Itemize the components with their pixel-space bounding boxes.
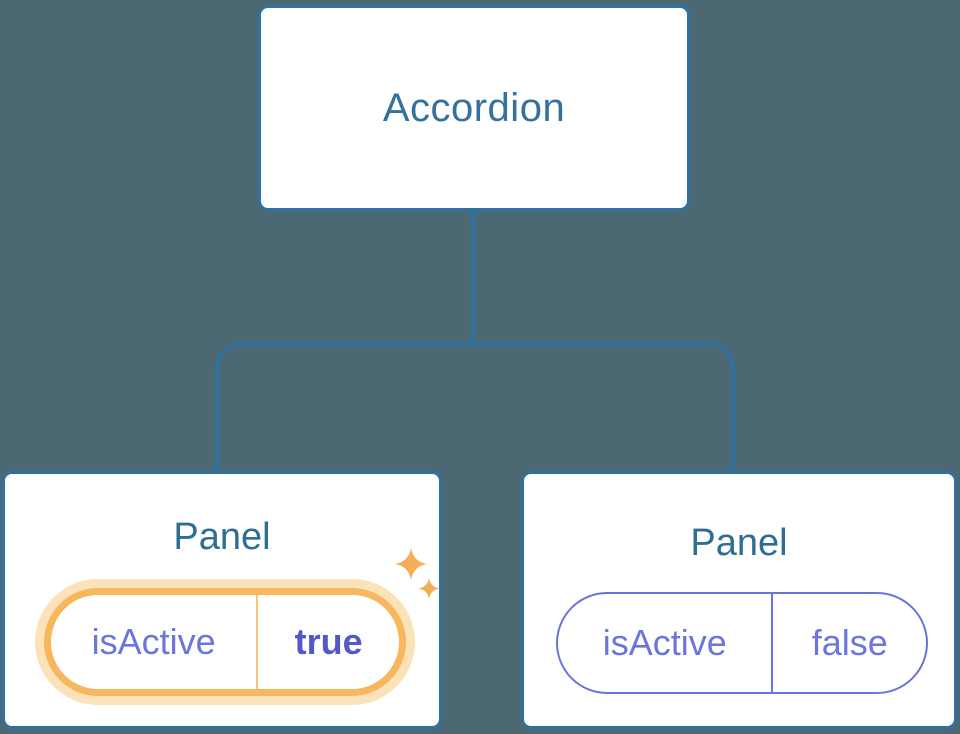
panel-node-inactive: Panel isActive false (521, 471, 957, 729)
panel-title: Panel (173, 516, 271, 558)
prop-pill-inactive: isActive false (556, 592, 928, 694)
prop-pill-active: isActive true (44, 588, 406, 696)
prop-name-label: isActive (51, 595, 259, 689)
accordion-node-label: Accordion (382, 85, 566, 130)
prop-name-label: isActive (558, 594, 774, 692)
connector-branch (215, 342, 735, 471)
prop-value-label: false (811, 622, 888, 663)
panel-node-active: Panel isActive true (2, 471, 442, 729)
prop-value-label: true (294, 621, 363, 662)
connector-stem (471, 211, 475, 345)
accordion-node: Accordion (258, 5, 690, 211)
panel-title: Panel (690, 522, 788, 564)
sparkles-icon (395, 548, 440, 599)
